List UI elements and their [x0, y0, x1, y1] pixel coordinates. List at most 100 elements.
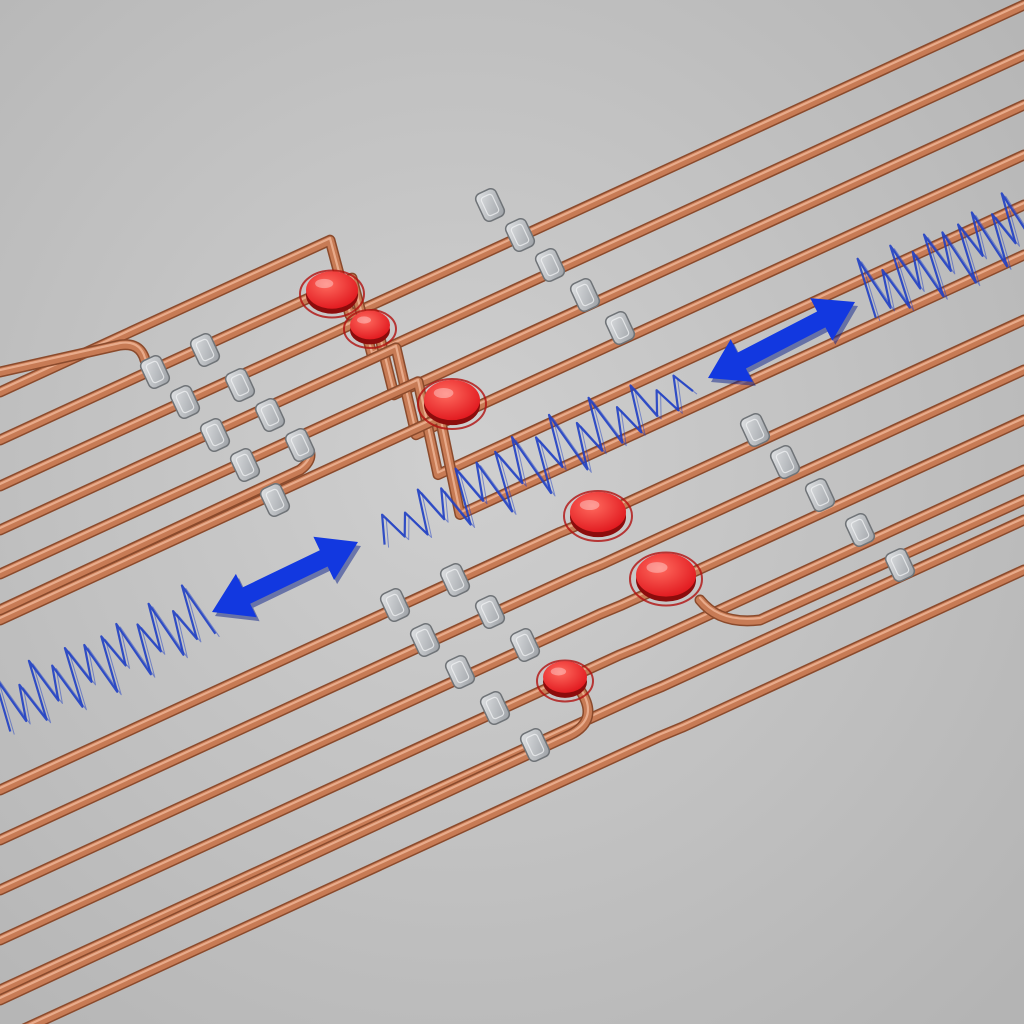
- wire-clamp-highlight: [810, 483, 830, 507]
- wire-clamp-icon: [504, 217, 536, 253]
- signal-wave-icon-echo: [0, 588, 220, 735]
- wire-clamp-icon: [169, 384, 201, 420]
- wire-clamp-highlight: [575, 283, 595, 307]
- signal-wave-icon-echo: [385, 378, 698, 548]
- junction-node-ring: [629, 551, 703, 607]
- junction-node-ring: [536, 659, 594, 703]
- junction-nodes: [299, 269, 703, 703]
- wire-clamp-icon: [769, 444, 801, 480]
- junction-node-glint: [357, 316, 371, 324]
- wire-clamp-highlight: [445, 568, 465, 592]
- wire-clamp-icon: [139, 354, 171, 390]
- wire-clamp-highlight: [610, 316, 630, 340]
- wire-clamp-icon: [519, 727, 551, 763]
- junction-node-icon: [536, 659, 594, 703]
- junction-node-icon: [563, 490, 633, 542]
- wire-clamp-highlight: [480, 600, 500, 624]
- signal-wave-icon: [856, 192, 1024, 319]
- junction-node-top: [424, 379, 480, 421]
- wire-clamp-highlight: [265, 488, 285, 512]
- lower-exit-wire-highlight: [698, 496, 1024, 620]
- double-arrow-icon: [708, 298, 855, 382]
- lower-exit-wire: [696, 496, 1024, 625]
- wire-clamp-icon: [479, 690, 511, 726]
- lower-wire-5-highlight: [0, 516, 1024, 990]
- wire-clamp-highlight: [175, 390, 195, 414]
- lower-wire-6: [25, 566, 1024, 1024]
- wire-clamp-icon: [804, 477, 836, 513]
- wire-clamp-highlight: [540, 253, 560, 277]
- junction-node-ring: [299, 269, 365, 319]
- signal-waves: [0, 192, 1024, 735]
- wire-clamp-icon: [509, 627, 541, 663]
- lower-wire-6-highlight: [27, 566, 1024, 1024]
- junction-node-top: [350, 310, 390, 340]
- wire-clamp-icon: [189, 332, 221, 368]
- wire-clamp-icon: [739, 412, 771, 448]
- wire-clamp-highlight: [890, 553, 910, 577]
- lower-wire-4-highlight: [0, 466, 1024, 940]
- wire-clamp-highlight: [385, 593, 405, 617]
- wire-clamp-highlight: [850, 518, 870, 542]
- wire-clamp-highlight: [510, 223, 530, 247]
- wire-clamp-icon: [444, 654, 476, 690]
- wire-clamp-icon: [224, 367, 256, 403]
- junction-node-glint: [433, 387, 454, 399]
- lower-wire-2-highlight: [0, 366, 1024, 840]
- junction-node-ring: [563, 490, 633, 542]
- lower-wire-4: [0, 466, 1024, 944]
- wire-clamp-icon: [284, 427, 316, 463]
- wire-clamp-icon: [229, 447, 261, 483]
- wire-clamp-highlight: [485, 696, 505, 720]
- lower-wire-1: [0, 316, 1024, 794]
- wire-clamp-icon: [439, 562, 471, 598]
- wire-clamp-highlight: [205, 423, 225, 447]
- lower-wire-5: [0, 516, 1024, 994]
- junction-node-top: [570, 491, 626, 533]
- junction-node-glint: [550, 667, 567, 676]
- junction-node-glint: [646, 562, 668, 573]
- lower-return-wire-highlight: [0, 686, 590, 1000]
- wire-clamp-icon: [199, 417, 231, 453]
- junction-node-glint: [315, 278, 334, 289]
- junction-node-icon: [629, 551, 703, 607]
- wire-clamp-icon: [259, 482, 291, 518]
- wire-clamp-icon: [884, 547, 916, 583]
- wire-clamp-highlight: [195, 338, 215, 362]
- wire-clamp-highlight: [525, 733, 545, 757]
- junction-node-icon: [299, 269, 365, 319]
- lower-wire-2: [0, 366, 1024, 844]
- wire-clamp-icon: [604, 310, 636, 346]
- signal-wave-icon: [0, 584, 217, 732]
- wire-clamp-highlight: [415, 628, 435, 652]
- junction-node-ring: [417, 378, 487, 430]
- wire-clamp-icon: [569, 277, 601, 313]
- wire-clamp-icon: [844, 512, 876, 548]
- signal-wave-icon-echo: [861, 195, 1024, 321]
- wire-clamp-highlight: [145, 360, 165, 384]
- lower-wire-bundle: [0, 314, 1024, 1024]
- lower-wire-3: [0, 416, 1024, 894]
- junction-node-icon: [417, 378, 487, 430]
- lower-wire-1-highlight: [0, 316, 1024, 790]
- signal-wave-icon: [381, 374, 694, 545]
- wire-clamp-highlight: [515, 633, 535, 657]
- wire-clamp-highlight: [290, 433, 310, 457]
- wire-clamp-icon: [379, 587, 411, 623]
- wire-clamp-icon: [254, 397, 286, 433]
- wire-clamp-highlight: [450, 660, 470, 684]
- wire-clamp-icon: [409, 622, 441, 658]
- wire-clamp-highlight: [775, 450, 795, 474]
- wire-clamp-icon: [474, 594, 506, 630]
- junction-node-glint: [579, 499, 600, 511]
- wire-clamp-highlight: [745, 418, 765, 442]
- junction-node-ring: [343, 309, 397, 349]
- wire-clamp-icon: [534, 247, 566, 283]
- upper-loop-wire-highlight: [0, 341, 162, 380]
- wire-clamp-icon: [474, 187, 506, 223]
- junction-node-top: [543, 661, 587, 693]
- junction-node-top: [636, 553, 696, 597]
- wire-clamps: [139, 187, 916, 763]
- wire-clamp-highlight: [260, 403, 280, 427]
